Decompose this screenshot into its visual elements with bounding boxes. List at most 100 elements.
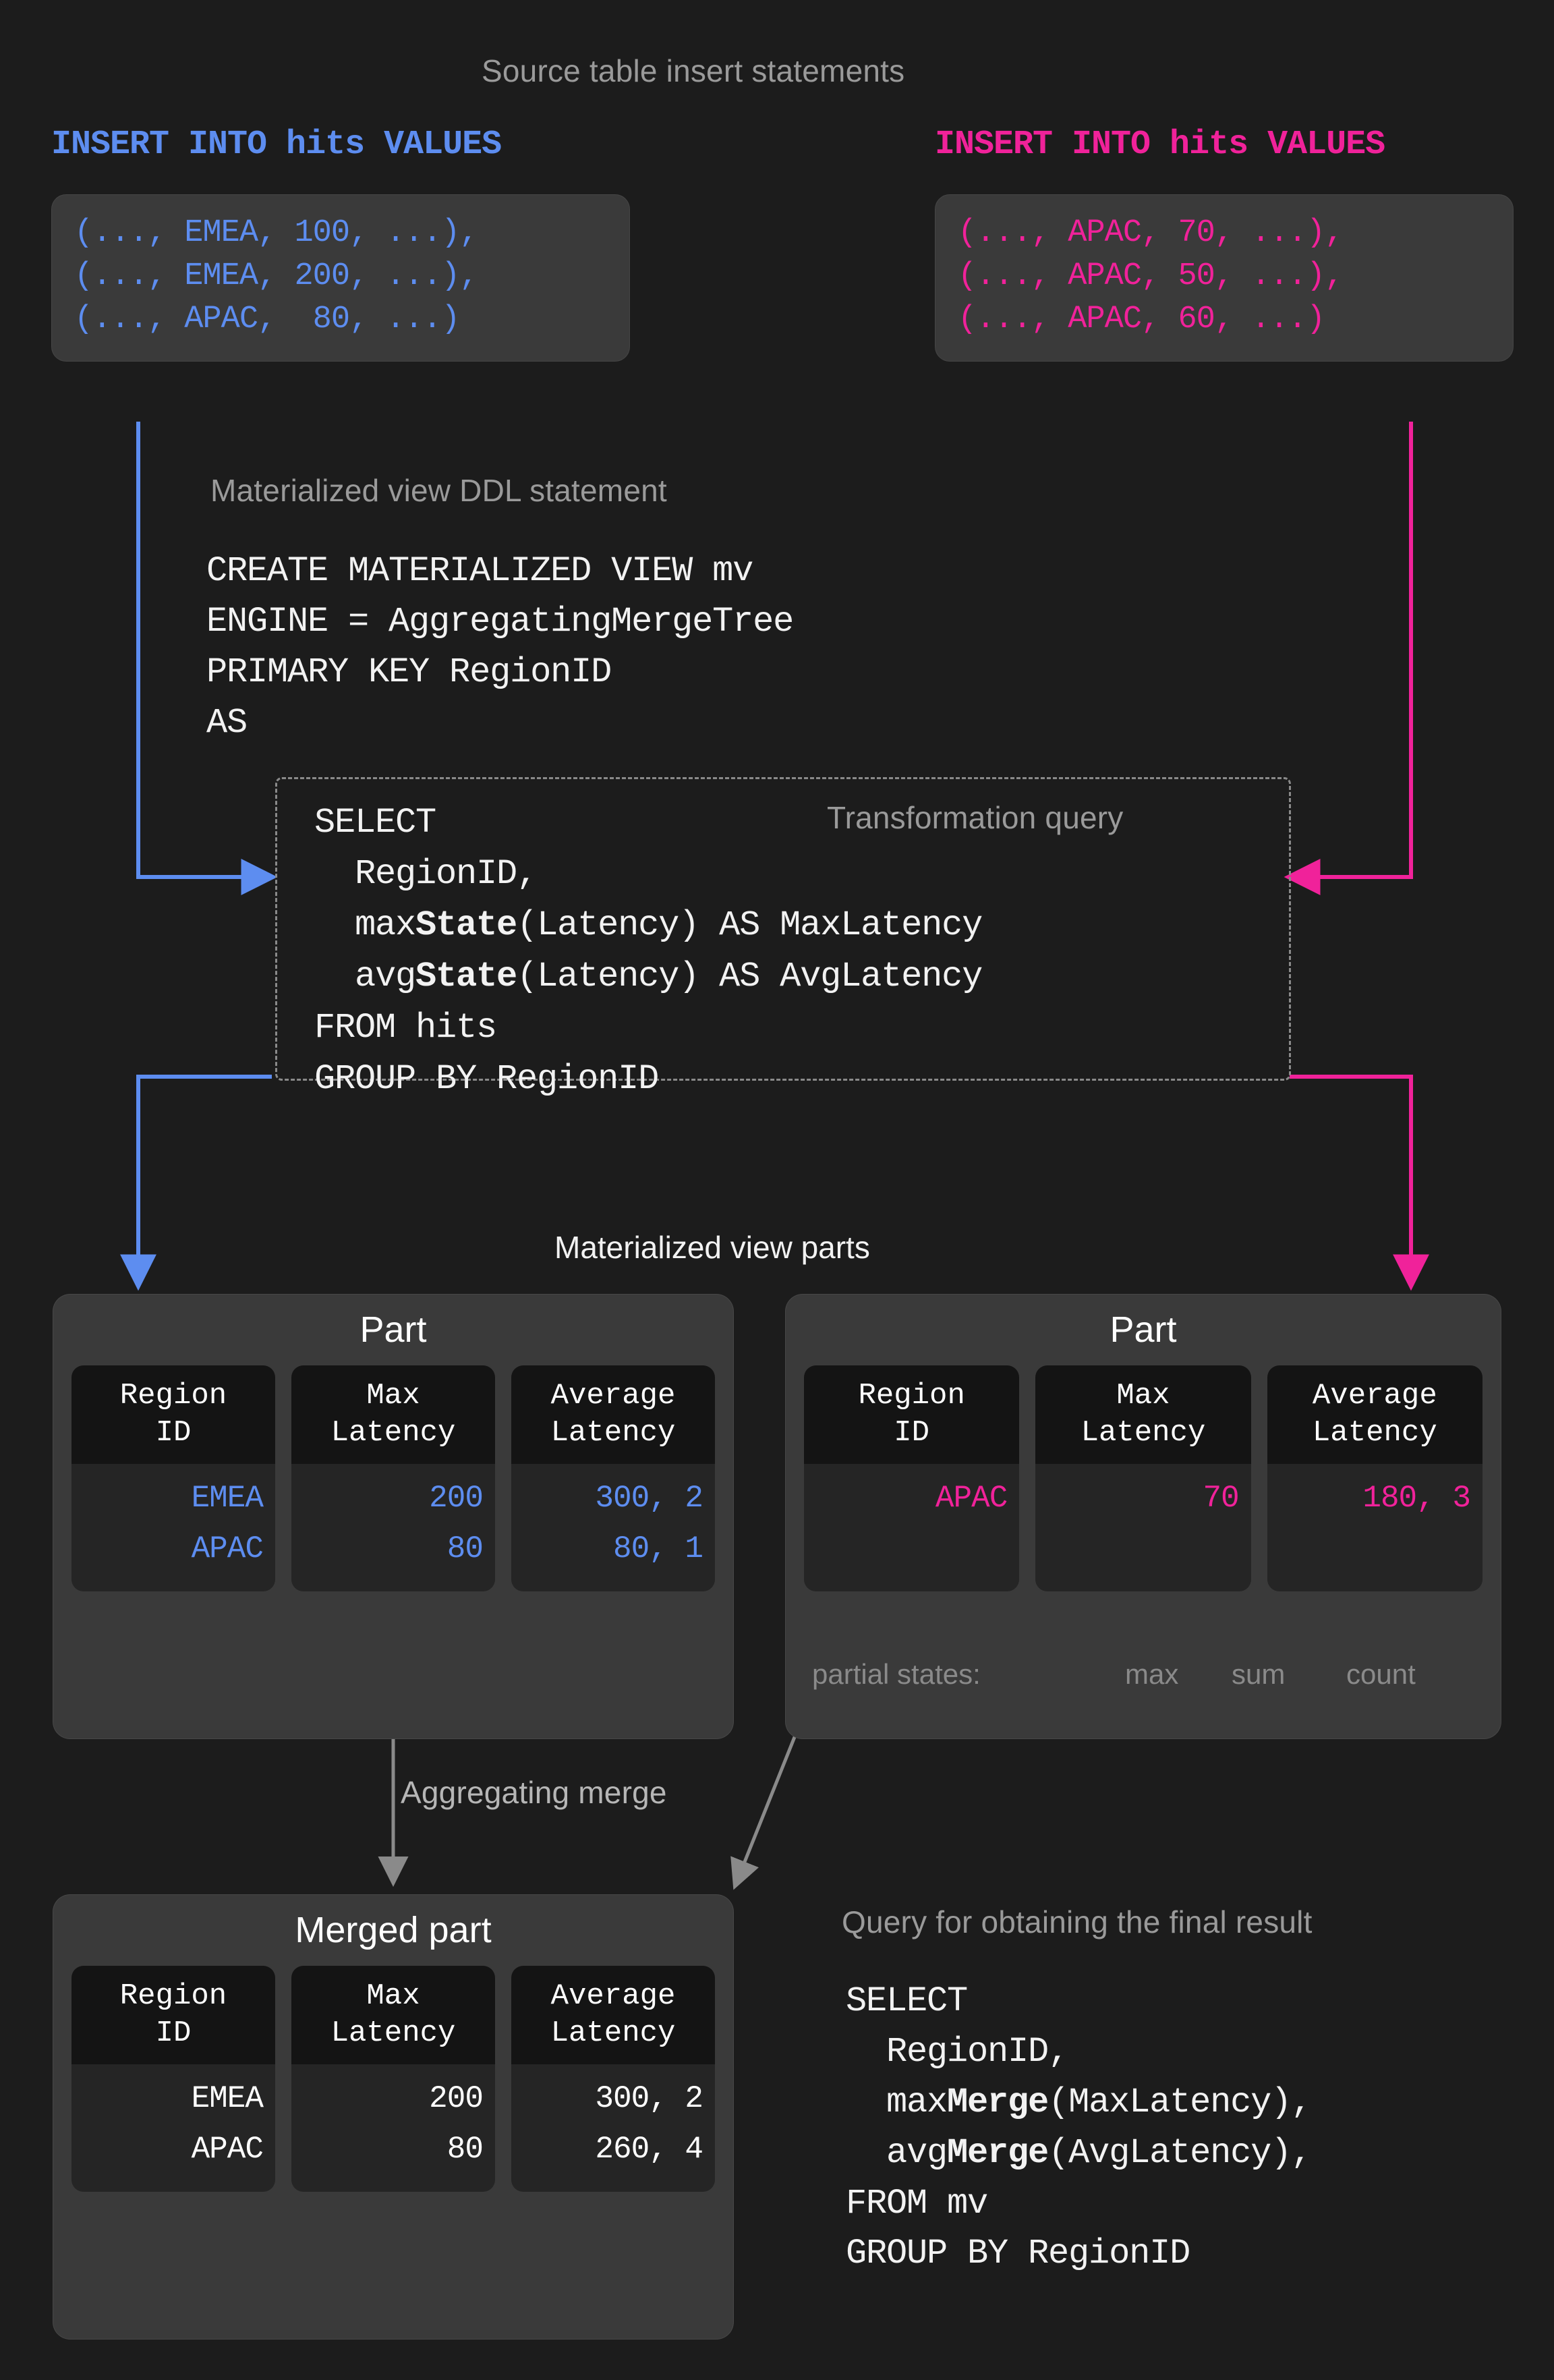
merged-col-region: Region ID EMEA APAC	[71, 1966, 275, 2192]
insert-statement-2-box: (..., APAC, 70, ...), (..., APAC, 50, ..…	[935, 194, 1514, 362]
part-2-col-avg: Average Latency 180, 3	[1267, 1365, 1483, 1592]
fq-line-5: FROM mv	[846, 2179, 1311, 2230]
part-1-cell-region-1: EMEA	[191, 1481, 264, 1516]
tq-line-2-pre: RegionID,	[314, 853, 538, 894]
part-card-2: Part Region ID APAC Max Latency 70 Avera…	[785, 1294, 1501, 1739]
fq-line-4: avgMerge(AvgLatency),	[846, 2128, 1312, 2179]
merged-part-columns: Region ID EMEA APAC Max Latency 200 80 A…	[53, 1951, 734, 2192]
tq-line-5-pre: FROM hits	[314, 1007, 497, 1048]
part-card-1: Part Region ID EMEA APAC Max Latency 200…	[53, 1294, 734, 1739]
part-2-col-region: Region ID APAC	[804, 1365, 1020, 1592]
insert-2-line-3: (..., APAC, 60, ...)	[958, 301, 1325, 337]
aggregating-merge-label: Aggregating merge	[401, 1775, 667, 1810]
partial-states-item-max: max	[1125, 1658, 1179, 1690]
ddl-statement: CREATE MATERIALIZED VIEW mv ENGINE = Agg…	[206, 546, 794, 749]
fq-line-3-pre: max	[846, 2082, 948, 2122]
part-2-col-avg-header: Average Latency	[1267, 1365, 1483, 1464]
tq-line-5: FROM hits	[314, 1002, 982, 1054]
merged-cell-max-1: 200	[429, 2081, 484, 2116]
fq-line-6: GROUP BY RegionID	[846, 2229, 1311, 2279]
arrow-query-to-part1	[120, 1075, 272, 1291]
transformation-query-caption: Transformation query	[827, 800, 1124, 835]
part-1-cell-avg-2: 80, 1	[612, 1531, 703, 1566]
fq-line-1: SELECT	[846, 1977, 1311, 2027]
ddl-line-1: CREATE MATERIALIZED VIEW mv	[206, 551, 753, 591]
tq-line-3-bold: State	[415, 905, 517, 945]
insert-1-line-2: (..., EMEA, 200, ...),	[74, 258, 479, 294]
ddl-caption: Materialized view DDL statement	[210, 473, 667, 508]
tq-line-3-post: (Latency) AS MaxLatency	[517, 905, 983, 945]
insert-1-line-1: (..., EMEA, 100, ...),	[74, 215, 479, 251]
part-1-cell-max-2: 80	[447, 1531, 484, 1566]
fq-line-2-pre: RegionID,	[846, 2031, 1069, 2072]
merged-cell-avg-2: 260, 4	[595, 2131, 703, 2167]
fq-line-4-post: (AvgLatency),	[1048, 2132, 1312, 2173]
insert-statement-1-header: INSERT INTO hits VALUES	[51, 125, 502, 164]
fq-line-6-pre: GROUP BY RegionID	[846, 2234, 1190, 2274]
insert-2-line-2: (..., APAC, 50, ...),	[958, 258, 1344, 294]
part-1-col-avg: Average Latency 300, 2 80, 1	[511, 1365, 715, 1592]
tq-line-1-pre: SELECT	[314, 803, 436, 843]
part-1-cell-region-2: APAC	[191, 1531, 264, 1566]
part-1-col-max: Max Latency 200 80	[291, 1365, 495, 1592]
part-1-col-region-header: Region ID	[71, 1365, 275, 1464]
part-2-title: Part	[1110, 1309, 1177, 1350]
merged-col-avg-header: Average Latency	[511, 1966, 715, 2064]
part-1-cell-avg-1: 300, 2	[595, 1481, 703, 1516]
part-1-col-max-header: Max Latency	[291, 1365, 495, 1464]
merged-part-title: Merged part	[295, 1910, 492, 1950]
tq-line-4-post: (Latency) AS AvgLatency	[517, 956, 983, 996]
part-2-cell-avg-1: 180, 3	[1362, 1481, 1471, 1516]
arrow-part2-to-merged	[730, 1733, 798, 1890]
part-1-col-avg-header: Average Latency	[511, 1365, 715, 1464]
fq-line-1-pre: SELECT	[846, 1981, 968, 2021]
tq-line-3-pre: max	[314, 905, 416, 945]
tq-line-4-bold: State	[415, 956, 517, 996]
insert-1-line-3: (..., APAC, 80, ...)	[74, 301, 460, 337]
merged-col-region-header: Region ID	[71, 1966, 275, 2064]
tq-line-3: maxState(Latency) AS MaxLatency	[314, 900, 983, 951]
part-2-columns: Region ID APAC Max Latency 70 Average La…	[785, 1351, 1501, 1592]
tq-line-4-pre: avg	[314, 956, 416, 996]
fq-line-3-bold: Merge	[947, 2082, 1049, 2122]
part-2-col-max-header: Max Latency	[1035, 1365, 1251, 1464]
fq-line-2: RegionID,	[846, 2027, 1311, 2078]
part-2-cell-region-1: APAC	[935, 1481, 1008, 1516]
merged-col-avg: Average Latency 300, 2 260, 4	[511, 1966, 715, 2192]
page-title-source-inserts: Source table insert statements	[482, 53, 905, 88]
fq-line-3-post: (MaxLatency),	[1048, 2082, 1312, 2122]
tq-line-4: avgState(Latency) AS AvgLatency	[314, 951, 983, 1002]
partial-states-label: partial states:	[812, 1658, 981, 1690]
part-2-col-max: Max Latency 70	[1035, 1365, 1251, 1592]
fq-line-3: maxMerge(MaxLatency),	[846, 2078, 1312, 2128]
transformation-query-text: SELECT RegionID, maxState(Latency) AS Ma…	[314, 797, 983, 1105]
tq-line-2: RegionID,	[314, 849, 982, 900]
insert-statement-2-header: INSERT INTO hits VALUES	[935, 125, 1385, 164]
part-1-col-region: Region ID EMEA APAC	[71, 1365, 275, 1592]
tq-line-1: SELECT	[314, 797, 982, 849]
ddl-line-2: ENGINE = AggregatingMergeTree	[206, 601, 794, 642]
merged-cell-max-2: 80	[447, 2131, 484, 2167]
fq-line-5-pre: FROM mv	[846, 2183, 988, 2223]
merged-col-max-header: Max Latency	[291, 1966, 495, 2064]
part-1-columns: Region ID EMEA APAC Max Latency 200 80 A…	[53, 1351, 734, 1592]
tq-line-6: GROUP BY RegionID	[314, 1054, 982, 1105]
fq-line-4-bold: Merge	[947, 2132, 1049, 2173]
partial-states-item-count: count	[1346, 1658, 1416, 1690]
insert-2-line-1: (..., APAC, 70, ...),	[958, 215, 1344, 251]
tq-line-6-pre: GROUP BY RegionID	[314, 1058, 659, 1099]
mv-parts-caption: Materialized view parts	[554, 1230, 870, 1265]
final-query-text: SELECT RegionID, maxMerge(MaxLatency), a…	[846, 1977, 1312, 2279]
part-2-col-region-header: Region ID	[804, 1365, 1020, 1464]
merged-cell-avg-1: 300, 2	[595, 2081, 703, 2116]
final-query-caption: Query for obtaining the final result	[842, 1904, 1313, 1939]
merged-col-max: Max Latency 200 80	[291, 1966, 495, 2192]
partial-states-item-sum: sum	[1232, 1658, 1286, 1690]
arrow-query-to-part2	[1290, 1075, 1429, 1291]
ddl-line-4: AS	[206, 702, 248, 743]
ddl-line-3: PRIMARY KEY RegionID	[206, 652, 612, 692]
merged-part-card: Merged part Region ID EMEA APAC Max Late…	[53, 1894, 734, 2340]
merged-cell-region-2: APAC	[191, 2131, 264, 2167]
transformation-query-box	[275, 777, 1291, 1081]
fq-line-4-pre: avg	[846, 2132, 948, 2173]
